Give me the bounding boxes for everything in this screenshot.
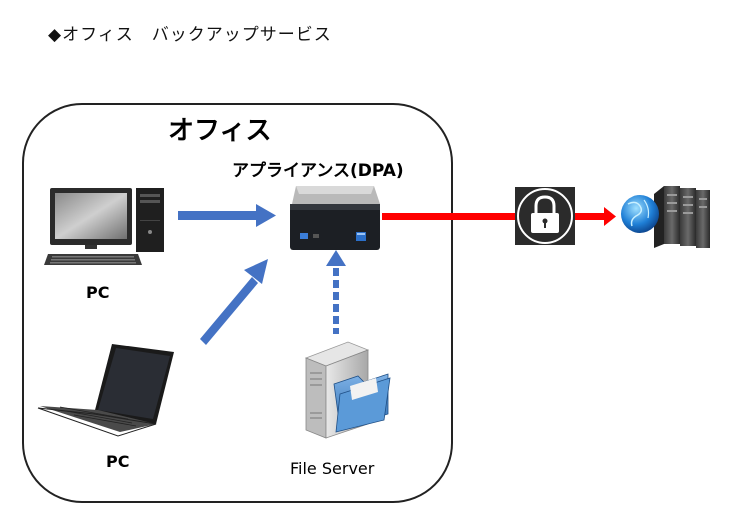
page-title: ◆オフィス バックアップサービス [48,25,332,45]
desktop-pc-icon [44,188,164,265]
laptop-to-appliance-arrow [200,259,268,345]
file-server-icon [304,341,391,439]
lock-icon [515,187,575,245]
laptop-pc-icon [37,344,174,437]
office-label: オフィス [168,116,272,146]
desktop-pc-label: PC [86,283,110,302]
file-server-label: File Server [290,459,375,478]
laptop-pc-label: PC [106,452,130,471]
office-boundary [22,103,453,503]
fileserver-to-appliance-arrow [326,250,346,334]
lock-to-cloud-arrow [575,207,616,226]
appliance-to-lock-line [382,213,516,220]
mini-pc-appliance-icon [290,186,380,250]
desktop-to-appliance-arrow [178,204,276,227]
appliance-label: アプライアンス(DPA) [232,161,404,181]
cloud-datacenter-icon [621,186,710,248]
